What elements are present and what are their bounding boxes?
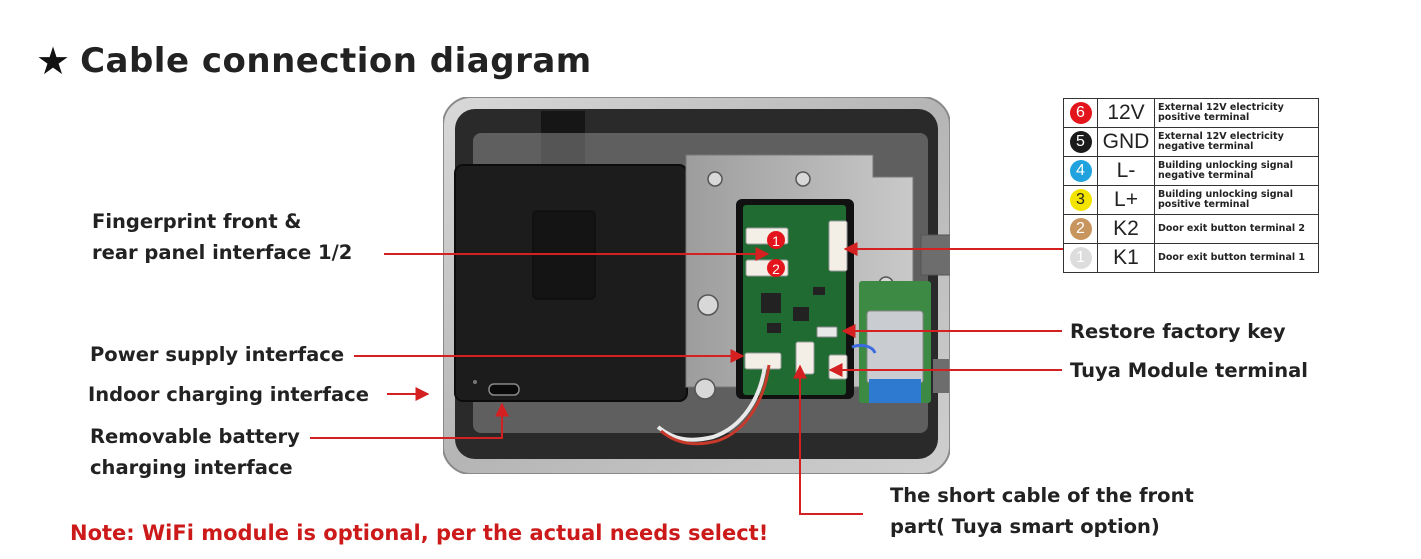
- terminal-number-badge: 1: [1069, 247, 1092, 269]
- terminal-symbol: K1: [1097, 243, 1155, 273]
- short-cable-label: The short cable of the front part( Tuya …: [890, 480, 1194, 542]
- restore-key-label: Restore factory key: [1070, 320, 1286, 343]
- short-cable-leader-line: [793, 364, 863, 515]
- lock-device-image: 1 2: [443, 97, 950, 474]
- battery-leader-line: [310, 402, 509, 439]
- battery-label-line1: Removable battery: [90, 425, 300, 448]
- fingerprint-label: Fingerprint front & rear panel interface…: [92, 206, 352, 268]
- terminal-description-line1: External 12V electricity: [1158, 131, 1284, 142]
- terminal-number-badge: 5: [1069, 131, 1092, 153]
- diagram-title: ★ Cable connection diagram: [36, 36, 592, 86]
- terminal-description-line1: Door exit button terminal 1: [1158, 252, 1306, 263]
- terminal-symbol: 12V: [1097, 98, 1155, 128]
- terminal-symbol: GND: [1097, 127, 1155, 157]
- short-cable-label-line2: part( Tuya smart option): [890, 515, 1160, 538]
- terminal-number-badge: 2: [1069, 218, 1092, 240]
- battery-charging-label: Removable battery charging interface: [90, 421, 300, 483]
- terminal-description-line1: Building unlocking signal: [1158, 160, 1293, 171]
- wifi-note: Note: WiFi module is optional, per the a…: [70, 521, 769, 545]
- power-supply-label: Power supply interface: [90, 343, 345, 366]
- terminal-number-cell: 1: [1063, 243, 1098, 273]
- terminal-number-badge: 4: [1069, 160, 1092, 182]
- terminal-description-line2: negative terminal: [1158, 141, 1254, 152]
- title-text: Cable connection diagram: [80, 41, 592, 81]
- lock-bolt: [920, 234, 950, 276]
- terminal-description-line2: negative terminal: [1158, 170, 1254, 181]
- fingerprint-label-line1: Fingerprint front &: [92, 210, 302, 233]
- terminal-number-cell: 3: [1063, 185, 1098, 215]
- board-marker-2: 2: [772, 261, 780, 277]
- fingerprint-label-line2: rear panel interface 1/2: [92, 241, 353, 264]
- star-icon: ★: [36, 39, 71, 83]
- terminal-symbol: K2: [1097, 214, 1155, 244]
- terminal-number-badge: 3: [1069, 189, 1092, 211]
- terminal-description-line1: Building unlocking signal: [1158, 189, 1293, 200]
- indoor-charging-label: Indoor charging interface: [88, 383, 369, 406]
- terminal-description-line1: External 12V electricity: [1158, 102, 1284, 113]
- terminal-number-cell: 2: [1063, 214, 1098, 244]
- battery-label-line2: charging interface: [90, 456, 293, 479]
- board-marker-1: 1: [772, 233, 780, 249]
- terminal-number-cell: 6: [1063, 98, 1098, 128]
- terminal-description-line2: positive terminal: [1158, 199, 1250, 210]
- terminal-description-line2: positive terminal: [1158, 112, 1250, 123]
- terminal-number-cell: 4: [1063, 156, 1098, 186]
- tuya-terminal-label: Tuya Module terminal: [1070, 359, 1308, 382]
- terminal-number-badge: 6: [1069, 102, 1092, 124]
- terminal-symbol: L+: [1097, 185, 1155, 215]
- short-cable-label-line1: The short cable of the front: [890, 484, 1194, 507]
- terminal-description-line1: Door exit button terminal 2: [1158, 223, 1306, 234]
- terminal-number-cell: 5: [1063, 127, 1098, 157]
- terminal-description: Door exit button terminal 1: [1154, 243, 1319, 273]
- usb-c-port: [488, 383, 520, 396]
- terminal-description: Door exit button terminal 2: [1154, 214, 1319, 244]
- terminal-symbol: L-: [1097, 156, 1155, 186]
